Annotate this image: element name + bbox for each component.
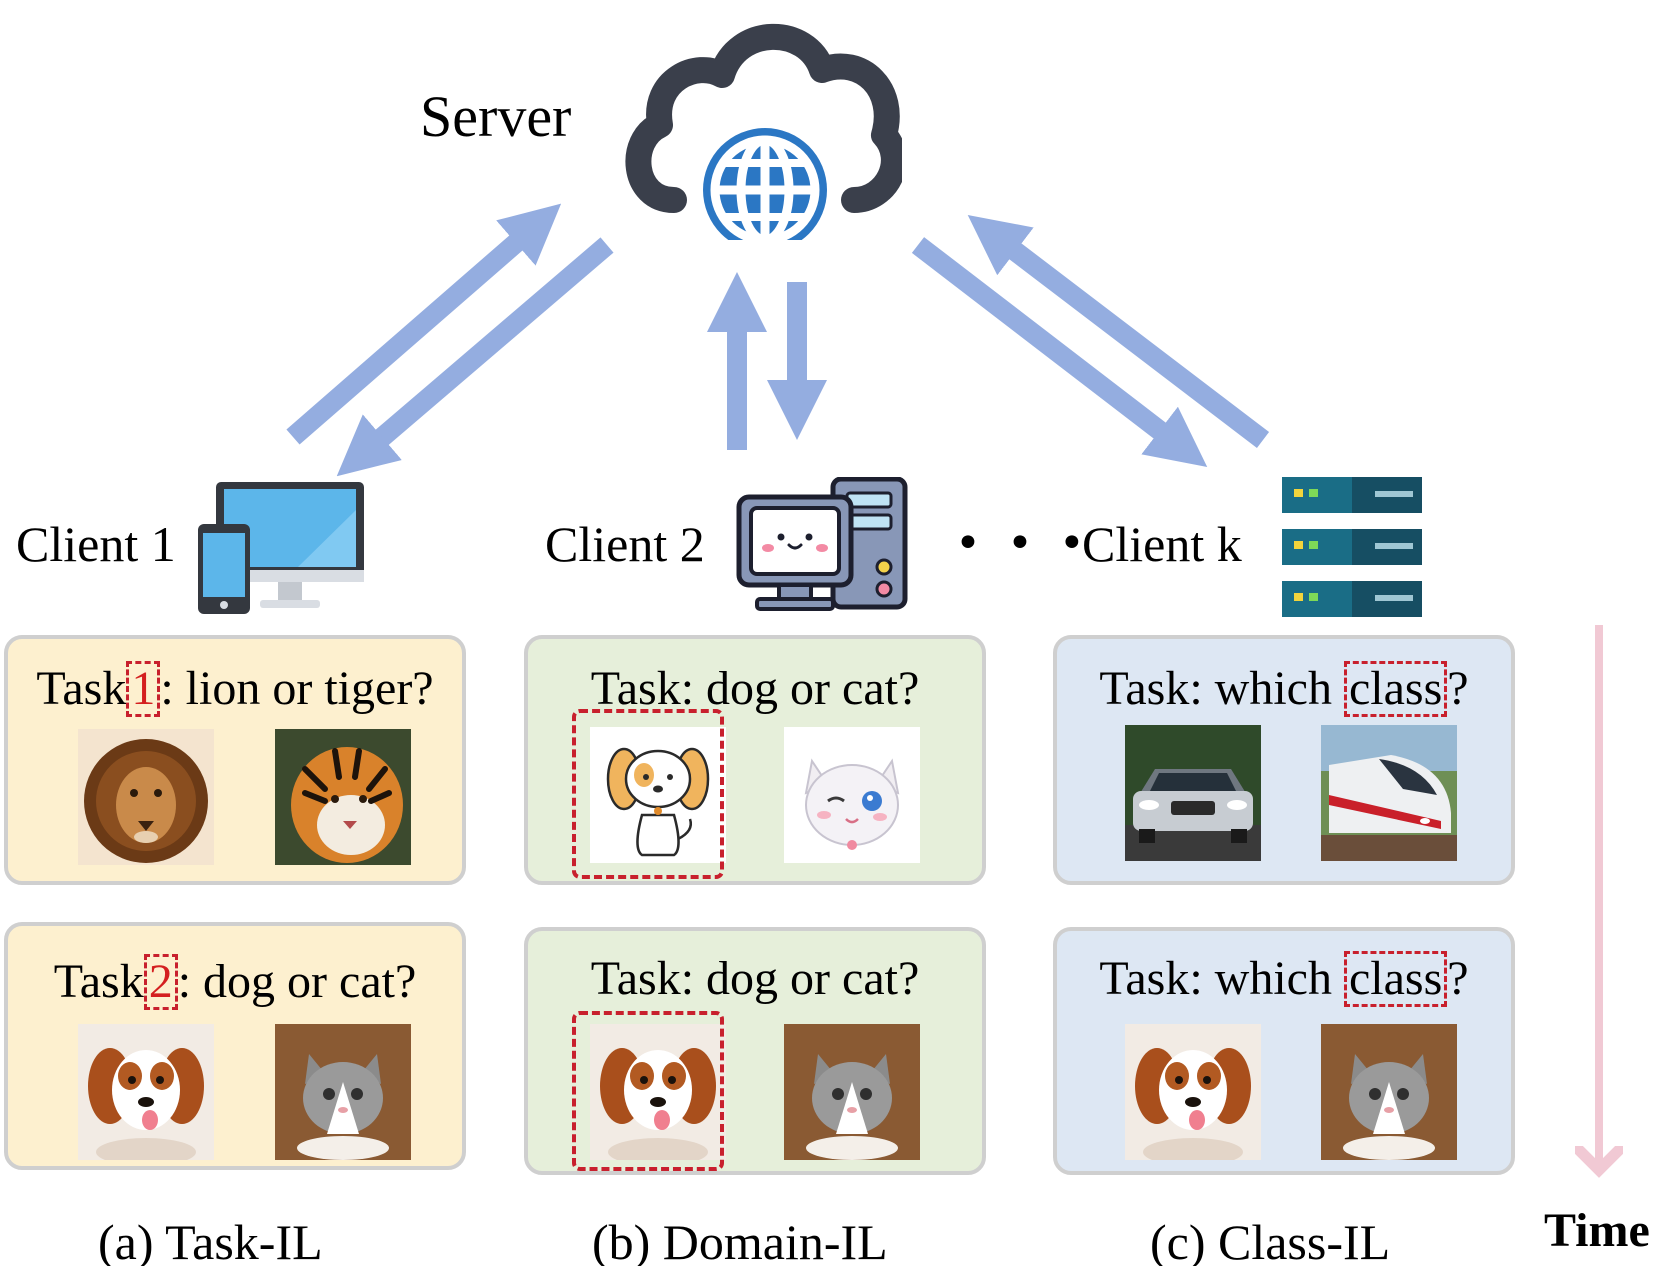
client1-download-arrow xyxy=(336,237,614,477)
selected-domain-sample xyxy=(572,1011,724,1171)
cat-photo xyxy=(275,1024,411,1160)
laptop-phone-icon xyxy=(198,482,364,614)
task-id-highlight: 1 xyxy=(126,661,161,718)
ellipsis: • • • xyxy=(955,518,1091,569)
cat-photo xyxy=(1321,1024,1457,1160)
class-highlight: class xyxy=(1343,951,1448,1008)
client-2-label: Client 2 xyxy=(545,516,705,572)
domain-il-panel-1: Task: dog or cat? xyxy=(524,635,986,885)
dog-photo xyxy=(590,1024,726,1160)
class-il-prompt-1: Task: which class? xyxy=(1057,661,1511,718)
client-1-label: Client 1 xyxy=(16,516,176,572)
task-id-highlight: 2 xyxy=(143,954,178,1011)
class-highlight: class xyxy=(1343,661,1448,718)
server-rack-icon xyxy=(1282,477,1422,617)
caption-class-il: (c) Class-IL xyxy=(1150,1214,1391,1266)
class-il-prompt-2: Task: which class? xyxy=(1057,951,1511,1008)
server-label: Server xyxy=(420,84,572,149)
clientk-download-arrow xyxy=(911,237,1208,468)
client-k-label: Client k xyxy=(1082,516,1242,572)
dog-photo xyxy=(78,1024,214,1160)
domain-il-prompt-1: Task: dog or cat? xyxy=(590,662,920,715)
cat-photo xyxy=(784,1024,920,1160)
class-il-panel-2: Task: which class? xyxy=(1053,927,1515,1175)
cartoon-cat-image xyxy=(784,727,920,863)
caption-domain-il: (b) Domain-IL xyxy=(592,1214,888,1266)
time-label: Time xyxy=(1544,1204,1650,1257)
domain-il-panel-2: Task: dog or cat? xyxy=(524,927,986,1175)
client1-upload-arrow xyxy=(286,203,562,445)
cartoon-dog-image xyxy=(590,727,726,863)
car-image xyxy=(1125,725,1261,861)
class-il-panel-1: Task: which class? xyxy=(1053,635,1515,885)
domain-il-prompt-2: Task: dog or cat? xyxy=(590,952,920,1005)
tiger-image xyxy=(275,729,411,865)
clientk-upload-arrow xyxy=(967,215,1270,448)
cloud-icon xyxy=(625,23,902,240)
computer-tower-icon xyxy=(736,477,908,611)
lion-image xyxy=(78,729,214,865)
dog-photo xyxy=(1125,1024,1261,1160)
caption-task-il: (a) Task-IL xyxy=(98,1214,323,1266)
train-image xyxy=(1321,725,1457,861)
selected-domain-sample xyxy=(572,709,724,879)
globe-icon xyxy=(695,120,835,240)
